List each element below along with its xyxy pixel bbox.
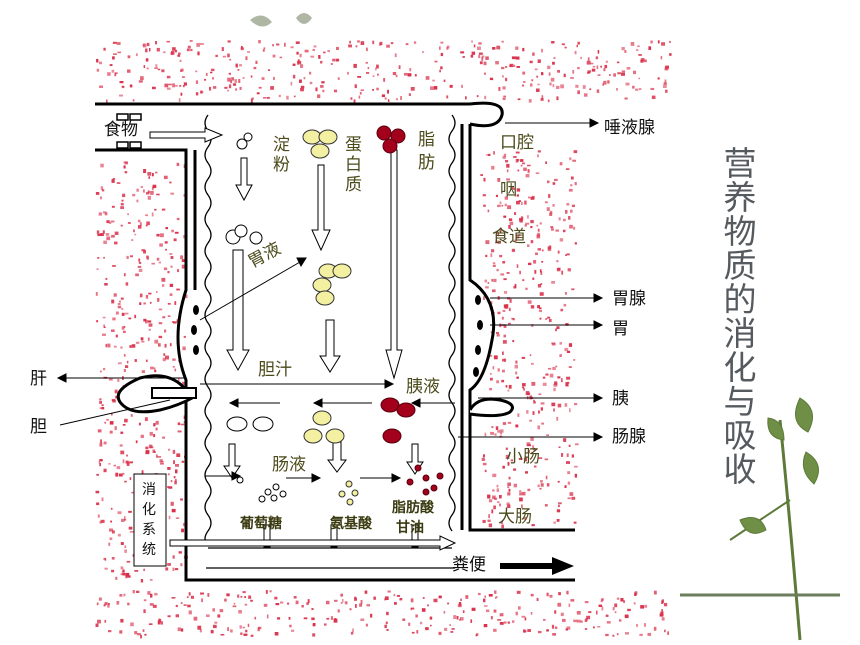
mouth-entrance	[116, 113, 142, 149]
label-intestinal-juice: 肠液	[272, 455, 306, 475]
label-small-intestine: 小肠	[506, 447, 540, 467]
feces-arrow	[500, 557, 574, 575]
starch-arrow-2	[226, 249, 250, 372]
digestive-tract-outline	[95, 101, 575, 582]
label-system-2: 化	[142, 502, 156, 518]
slide-title: 营养物质的消化与吸收	[718, 146, 757, 486]
label-gastric-gland: 胃腺	[612, 289, 646, 309]
starch-arrow-1	[235, 157, 253, 202]
system-arrow	[169, 535, 457, 551]
protein-arrow-2	[319, 319, 341, 373]
label-system-3: 系	[142, 522, 156, 538]
food-arrow	[149, 127, 224, 143]
inner-mucosa	[204, 114, 456, 569]
fat-particles	[376, 125, 444, 496]
gallbladder-shape	[116, 374, 197, 414]
label-pancreatic-juice: 胰液	[406, 377, 440, 397]
label-mouth: 口腔	[500, 133, 534, 153]
label-system-1: 消	[142, 482, 156, 498]
protein-arrow-1	[311, 164, 331, 252]
label-food: 食物	[104, 120, 138, 140]
label-glycerol: 甘油	[396, 519, 424, 536]
gastric-gland-marks	[191, 295, 483, 377]
label-starch-2: 粉	[273, 155, 290, 175]
enzyme-arrows	[200, 379, 455, 483]
system-box	[133, 473, 167, 567]
plant-sprig-right	[680, 397, 840, 641]
label-stomach: 胃	[612, 319, 629, 339]
label-starch-1: 淀	[273, 135, 290, 155]
flow-arrows	[149, 127, 457, 551]
label-liver: 肝	[30, 369, 47, 389]
label-amino-acid: 氨基酸	[330, 515, 373, 532]
fat-arrow	[385, 149, 403, 380]
label-fatty-acid: 脂肪酸	[391, 499, 435, 516]
label-intestinal-gland: 肠腺	[612, 427, 646, 447]
label-protein-2: 白	[345, 155, 362, 175]
label-fat-1: 脂	[418, 130, 435, 150]
label-esophagus: 食道	[492, 227, 526, 247]
label-protein-1: 蛋	[345, 135, 362, 155]
label-salivary-gland: 唾液腺	[604, 118, 655, 138]
label-large-intestine: 大肠	[498, 507, 532, 527]
label-bile: 胆汁	[258, 360, 292, 380]
label-system-4: 统	[142, 542, 156, 558]
tissue-speckles	[95, 40, 672, 639]
pancreas-shape	[468, 397, 514, 418]
label-feces: 粪便	[452, 555, 486, 575]
label-gallbladder: 胆	[30, 417, 47, 437]
label-glucose: 葡萄糖	[239, 515, 282, 532]
starch-arrow-3	[223, 443, 241, 479]
plant-sprig-top-left	[250, 13, 312, 27]
label-pancreas: 胰	[612, 389, 629, 409]
protein-particles	[302, 129, 359, 506]
label-pharynx: 咽	[500, 180, 517, 200]
protein-arrow-3	[327, 441, 347, 473]
starch-particles	[225, 132, 287, 503]
label-protein-3: 质	[345, 175, 362, 195]
absorption-posts	[263, 524, 419, 548]
label-fat-2: 肪	[418, 153, 435, 173]
pointer-arrows	[56, 118, 604, 442]
